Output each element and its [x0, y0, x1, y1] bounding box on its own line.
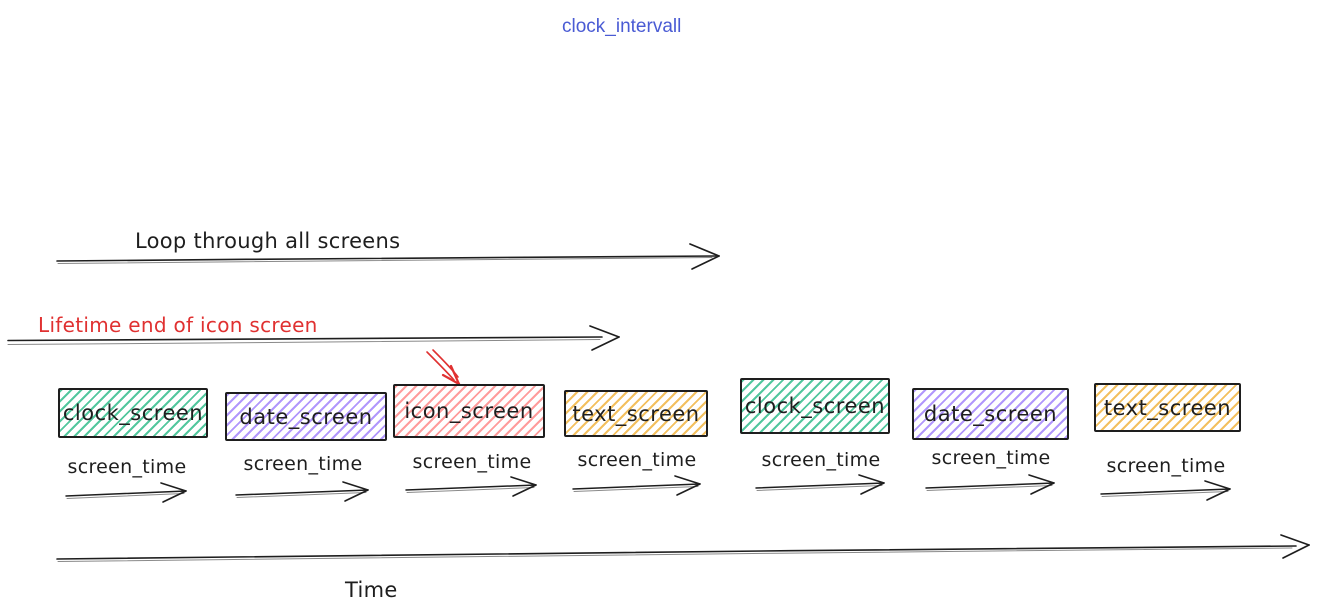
screen-time-label-5: screen_time	[761, 449, 881, 471]
screen-time-arrow-7	[1100, 480, 1231, 501]
screen-box-clock-1: clock_screen	[58, 388, 208, 438]
lifetime-annotation: Lifetime end of icon screen	[38, 313, 318, 337]
screen-box-label: text_screen	[572, 401, 700, 426]
screen-time-label-3: screen_time	[412, 451, 532, 473]
screen-box-label: clock_screen	[62, 401, 204, 425]
screen-box-icon: icon_screen	[393, 384, 545, 438]
screen-time-label-4: screen_time	[577, 449, 697, 471]
loop-arrow	[56, 243, 720, 270]
screen-box-label: date_screen	[923, 402, 1058, 426]
screen-box-text-1: text_screen	[564, 390, 708, 437]
screen-time-arrow-4	[572, 475, 701, 496]
screen-box-date-1: date_screen	[225, 392, 387, 441]
screen-time-label-7: screen_time	[1106, 455, 1226, 477]
time-axis-arrow	[56, 534, 1310, 562]
screen-time-arrow-2	[235, 481, 369, 502]
screen-box-label: text_screen	[1103, 395, 1232, 420]
screen-time-label-1: screen_time	[67, 456, 187, 478]
screen-box-label: clock_screen	[744, 394, 886, 418]
screen-box-label: date_screen	[239, 404, 373, 429]
icon-screen-pointer-arrow	[426, 349, 461, 386]
screen-box-label: icon_screen	[404, 399, 534, 423]
screen-time-arrow-6	[925, 474, 1055, 495]
screen-time-label-2: screen_time	[243, 453, 363, 475]
screen-time-arrow-5	[755, 474, 885, 495]
screen-box-text-2: text_screen	[1094, 383, 1241, 432]
diagram-title: clock_intervall	[562, 16, 682, 37]
screen-box-date-2: date_screen	[912, 388, 1069, 440]
screen-time-label-6: screen_time	[931, 447, 1051, 469]
screen-time-arrow-3	[405, 476, 537, 497]
loop-annotation: Loop through all screens	[135, 229, 401, 253]
screen-time-arrow-1	[65, 482, 187, 503]
screen-box-clock-2: clock_screen	[740, 378, 890, 434]
time-axis-label: Time	[345, 578, 398, 602]
lifetime-arrow	[7, 325, 620, 351]
